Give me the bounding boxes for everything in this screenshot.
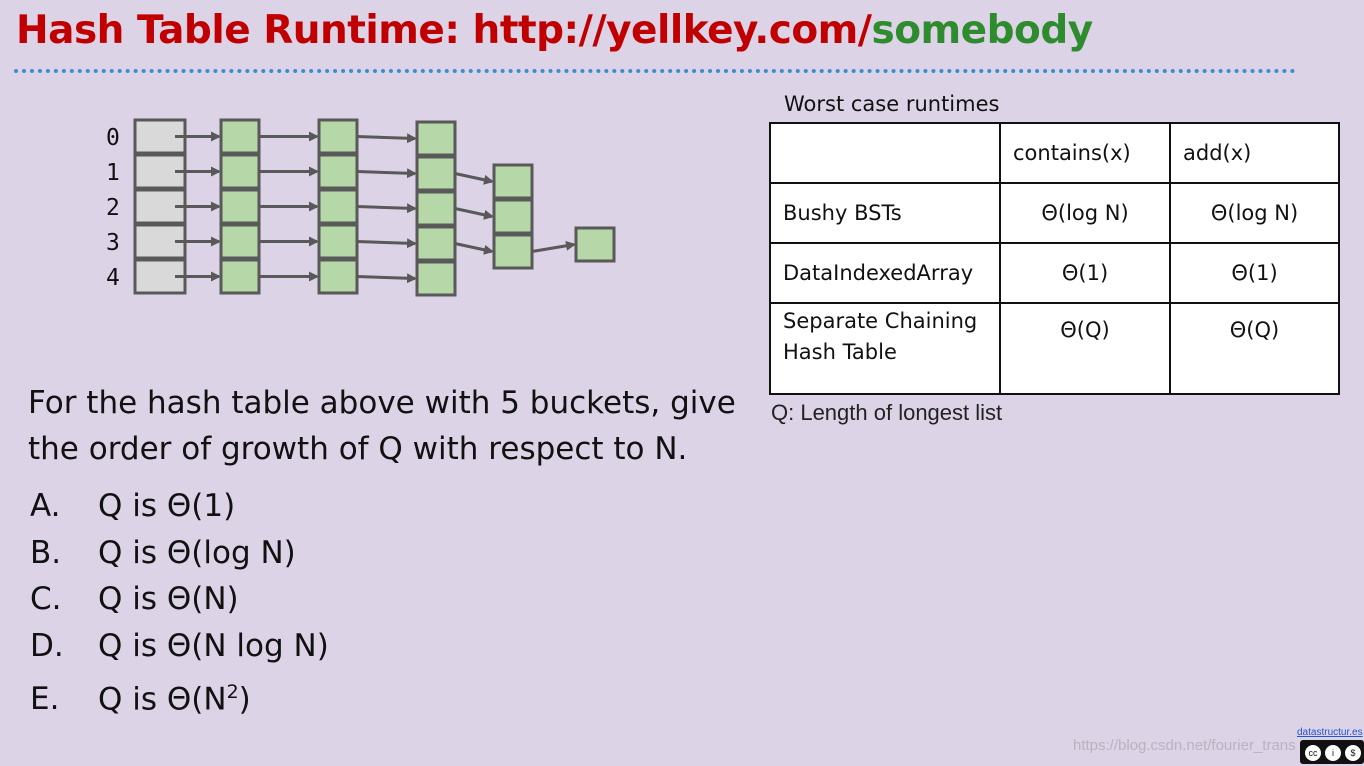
option-letter: A. xyxy=(30,488,61,524)
table-row: DataIndexedArray Θ(1) Θ(1) xyxy=(769,242,1340,304)
cc-by-nc-sa-icon: cc i $ xyxy=(1300,740,1364,764)
option-a[interactable]: A. Q is Θ(1) xyxy=(30,483,329,530)
table-row: Bushy BSTs Θ(log N) Θ(log N) xyxy=(769,182,1340,244)
watermark: https://blog.csdn.net/fourier_trans xyxy=(1073,737,1296,754)
option-text-end: ) xyxy=(238,681,251,718)
by-icon: i xyxy=(1324,744,1342,762)
list-node xyxy=(317,223,359,260)
row-contains: Θ(log N) xyxy=(999,182,1171,244)
row-contains: Θ(1) xyxy=(999,242,1171,304)
list-node xyxy=(415,155,457,192)
option-text: Q is Θ(log N) xyxy=(98,534,296,571)
bucket-index-label: 3 xyxy=(106,230,120,256)
option-text: Q is Θ(1) xyxy=(98,488,236,524)
option-letter: D. xyxy=(30,627,64,664)
option-d[interactable]: D. Q is Θ(N log N) xyxy=(30,623,329,670)
table-row: Separate Chaining Hash Table Θ(Q) Θ(Q) xyxy=(769,302,1340,395)
list-node xyxy=(317,258,359,295)
chain-arrow xyxy=(356,168,417,179)
chain-arrow xyxy=(356,238,417,249)
list-node xyxy=(219,258,261,295)
bucket-index-label: 4 xyxy=(106,265,120,291)
option-text: Q is Θ(N xyxy=(98,681,227,718)
bucket-index-label: 0 xyxy=(106,125,120,151)
option-letter: E. xyxy=(30,681,60,718)
title-divider xyxy=(14,69,1296,73)
option-e[interactable]: E. Q is Θ(N2) xyxy=(30,669,329,718)
title-prefix: Hash Table Runtime: http://yellkey.com/ xyxy=(16,8,872,53)
row-name: Bushy BSTs xyxy=(769,182,1001,244)
list-node xyxy=(317,188,359,225)
row-name: DataIndexedArray xyxy=(769,242,1001,304)
row-add: Θ(Q) xyxy=(1169,302,1340,395)
list-node xyxy=(415,260,457,297)
list-node xyxy=(219,188,261,225)
list-node xyxy=(317,153,359,190)
table-header-empty xyxy=(769,122,1001,184)
row-add: Θ(1) xyxy=(1169,242,1340,304)
chain-arrow xyxy=(454,242,494,255)
question-text: For the hash table above with 5 buckets,… xyxy=(28,385,736,467)
list-node xyxy=(219,223,261,260)
option-text: Q is Θ(N log N) xyxy=(98,627,329,664)
chain-arrow xyxy=(356,133,417,144)
list-node xyxy=(492,233,534,270)
list-node xyxy=(415,190,457,227)
site-link[interactable]: datastructur.es xyxy=(1297,727,1363,738)
row-contains: Θ(Q) xyxy=(999,302,1171,395)
option-letter: C. xyxy=(30,581,62,617)
hash-table-diagram: 0 1 2 3 4 xyxy=(106,118,616,297)
list-node xyxy=(492,198,534,235)
chain-arrow xyxy=(454,207,494,220)
option-text: Q is Θ(N) xyxy=(98,581,239,617)
option-b[interactable]: B. Q is Θ(log N) xyxy=(30,530,329,577)
option-c[interactable]: C. Q is Θ(N) xyxy=(30,576,329,623)
chain-arrow xyxy=(356,203,417,214)
list-node xyxy=(219,153,261,190)
table-caption: Worst case runtimes xyxy=(784,92,1000,116)
slide-title: Hash Table Runtime: http://yellkey.com/s… xyxy=(16,8,1093,53)
list-node xyxy=(492,163,534,200)
list-node xyxy=(317,118,359,155)
list-node xyxy=(415,225,457,262)
chain-arrow xyxy=(454,172,494,185)
runtime-table: contains(x) add(x) Bushy BSTs Θ(log N) Θ… xyxy=(769,122,1340,395)
nc-icon: $ xyxy=(1344,744,1362,762)
option-superscript: 2 xyxy=(226,681,239,703)
list-node xyxy=(415,120,457,157)
table-header-row: contains(x) add(x) xyxy=(769,122,1340,184)
option-letter: B. xyxy=(30,534,62,571)
table-header-contains: contains(x) xyxy=(999,122,1171,184)
answer-options: A.Q is Θ(1) B.Q is Θ(log N) C.Q is Θ(N) … xyxy=(30,483,329,718)
table-note: Q: Length of longest list xyxy=(771,400,1003,425)
chain-arrow xyxy=(356,273,417,284)
bucket-index-label: 1 xyxy=(106,160,120,186)
list-node xyxy=(574,226,616,263)
bucket-index-label: 2 xyxy=(106,195,120,221)
cc-icon: cc xyxy=(1304,744,1322,762)
row-name: Separate Chaining Hash Table xyxy=(769,302,1001,395)
title-keyword: somebody xyxy=(871,8,1094,53)
list-node xyxy=(219,118,261,155)
chain-arrow xyxy=(531,240,576,253)
table-header-add: add(x) xyxy=(1169,122,1340,184)
row-add: Θ(log N) xyxy=(1169,182,1340,244)
